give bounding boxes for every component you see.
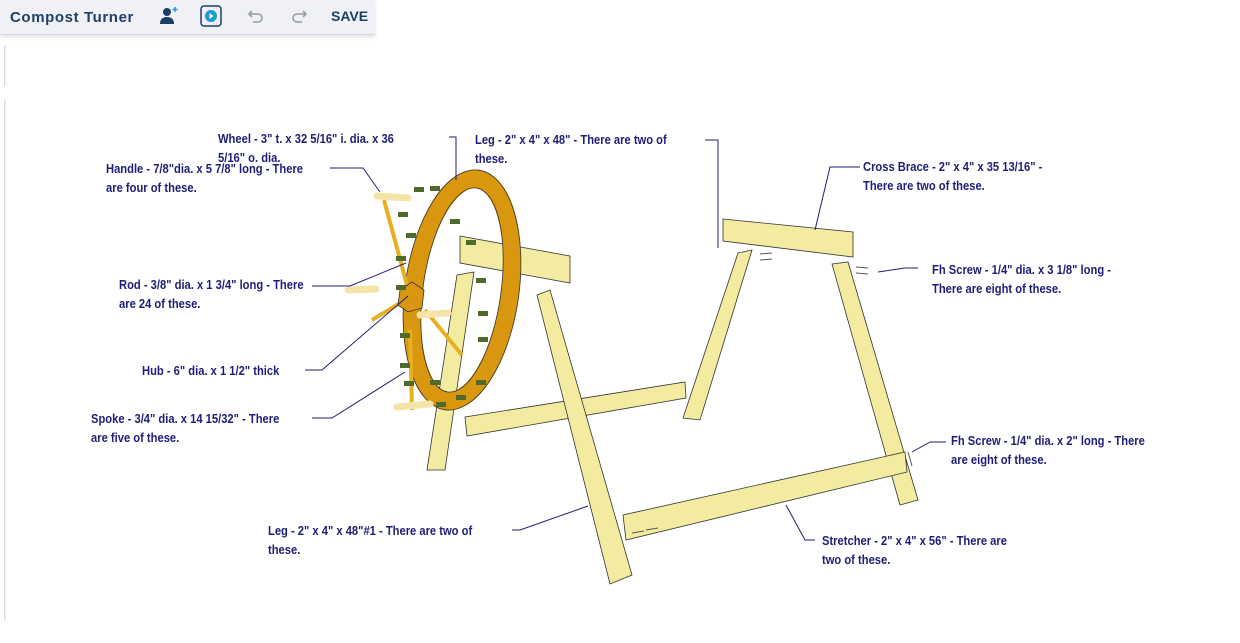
leg-front-left	[536, 289, 633, 585]
label-cross-brace: Cross Brace - 2" x 4" x 35 13/16" -There…	[863, 159, 1043, 193]
cross-brace-right	[722, 218, 854, 258]
document-title: Compost Turner	[10, 8, 134, 26]
stretcher-right	[622, 451, 908, 541]
label-fh-screw-long: Fh Screw - 1/4" dia. x 3 1/8" long -Ther…	[932, 262, 1111, 296]
handles	[344, 192, 452, 411]
leg-top-left	[682, 249, 753, 421]
side-panel[interactable]	[0, 100, 5, 620]
toolbar: Compost Turner SAVE	[0, 0, 375, 35]
side-panel-tab[interactable]	[0, 46, 5, 86]
label-hub: Hub - 6" dia. x 1 1/2" thick	[142, 363, 280, 378]
leg-back-left	[426, 271, 475, 471]
leg-right	[831, 261, 919, 506]
save-button[interactable]: SAVE	[331, 8, 369, 24]
redo-icon[interactable]	[287, 4, 311, 28]
leader-lines	[305, 136, 946, 541]
play-icon[interactable]	[199, 4, 223, 28]
screws	[631, 252, 913, 534]
add-user-icon[interactable]	[157, 4, 181, 28]
label-leg-bottom: Leg - 2" x 4" x 48"#1 - There are two of…	[268, 523, 473, 557]
rods	[396, 186, 488, 407]
undo-icon[interactable]	[244, 4, 268, 28]
